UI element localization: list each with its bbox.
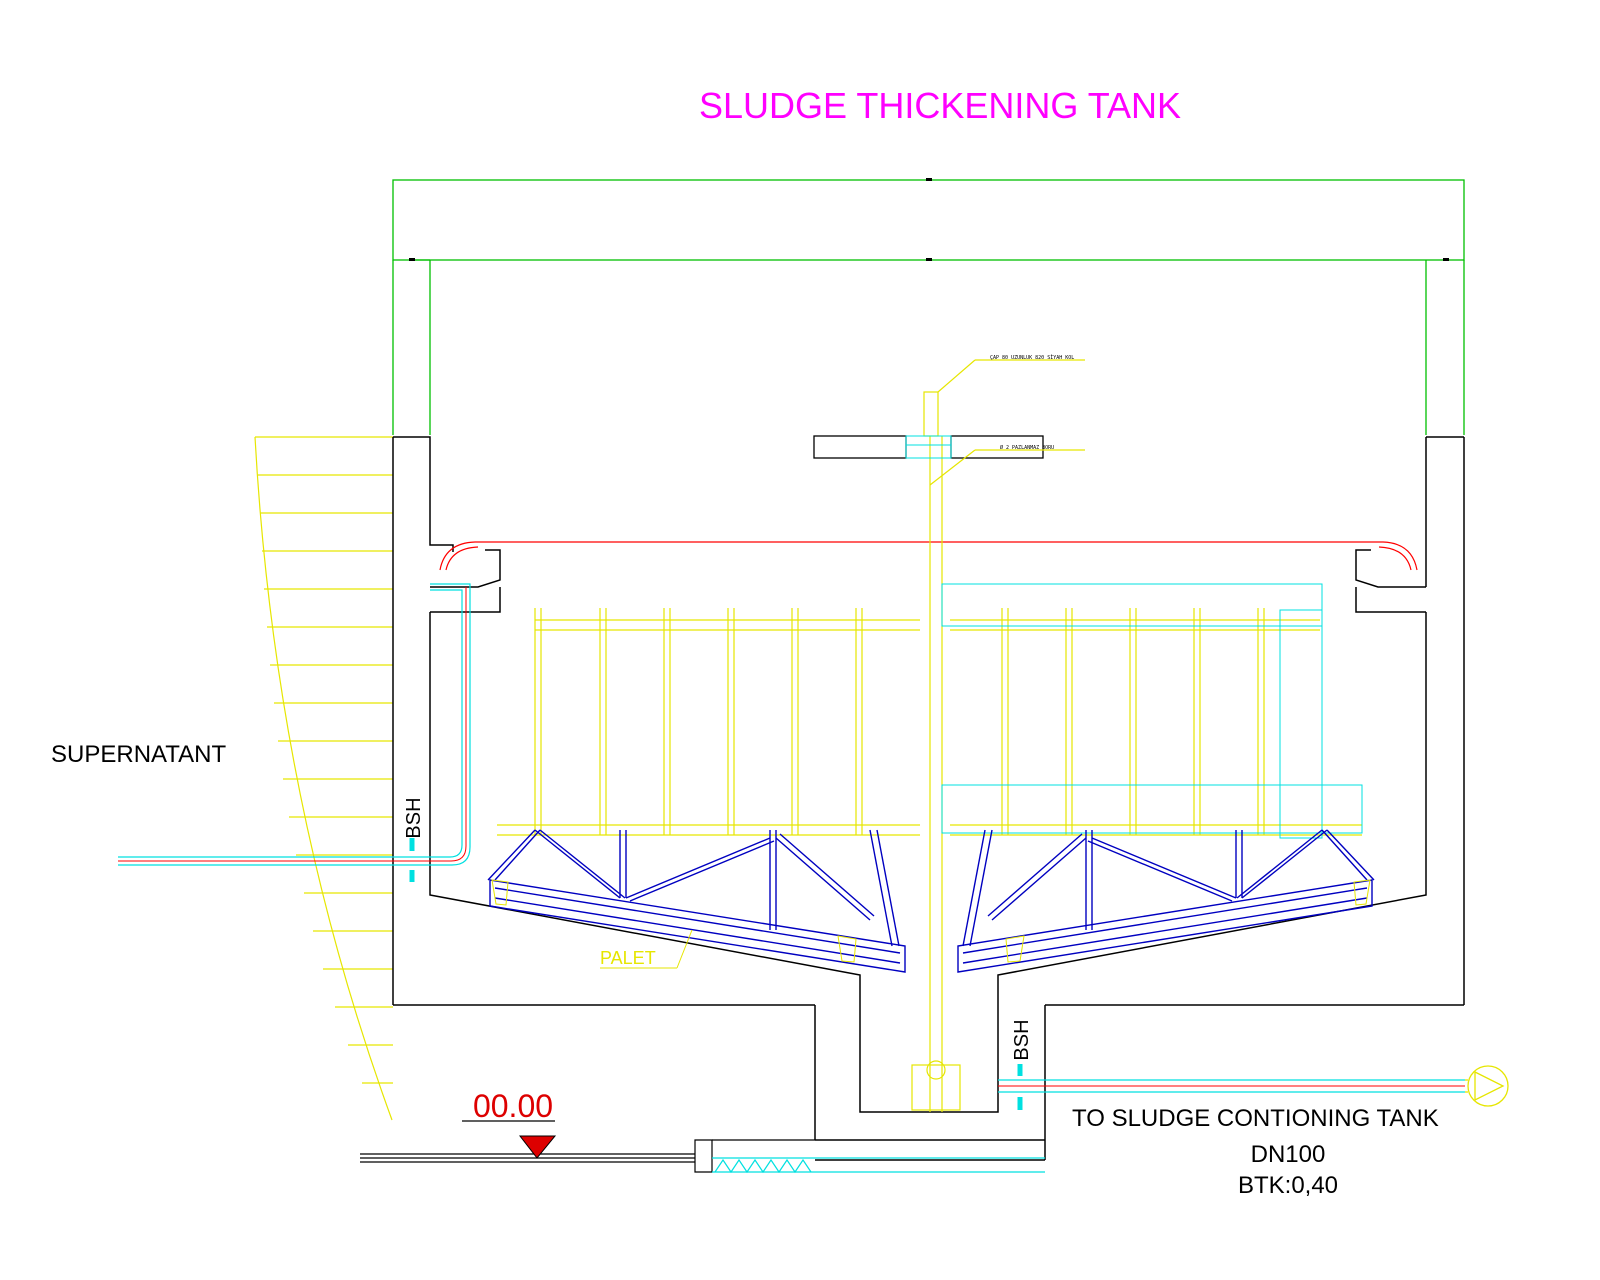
ground-line	[360, 1120, 815, 1173]
elevation-marker-icon	[518, 1135, 557, 1159]
palet-label: PALET	[600, 948, 656, 968]
rake-arm-left	[487, 829, 906, 973]
drive-shaft	[911, 359, 1085, 1112]
supernatant-pipe	[118, 583, 471, 866]
supernatant-pipe-red	[118, 587, 467, 862]
drain-pipe	[712, 1157, 1045, 1174]
soil-backfill	[254, 436, 393, 1121]
drive-note-top: ÇAP 80 UZUNLUK 820 SİYAH KOL	[990, 354, 1074, 361]
outlet-destination: TO SLUDGE CONTIONING TANK	[1072, 1105, 1439, 1132]
bsh-right-label: BSH	[1011, 1019, 1033, 1060]
outlet-elevation: BTK:0,40	[1238, 1172, 1338, 1199]
scum-collector-pipe	[439, 541, 1418, 571]
outlet-diameter: DN100	[1251, 1141, 1326, 1168]
bridge-bolts	[409, 178, 1449, 261]
elevation-value: 00.00	[473, 1088, 553, 1124]
palet-leader	[600, 929, 693, 969]
drive-cyan-details	[905, 435, 952, 459]
bridge-frame	[392, 179, 1465, 435]
drawing-title: SLUDGE THICKENING TANK	[699, 85, 1181, 126]
bsh-left-label: BSH	[403, 797, 425, 838]
sludge-outlet-pipe	[998, 1079, 1465, 1093]
picket-bars	[534, 608, 1265, 835]
drive-note-mid: Ø 2 PAZLANMAZ BORU	[1000, 444, 1054, 451]
pump-icon	[1465, 1065, 1509, 1107]
tank-walls	[392, 436, 1465, 1161]
supernatant-label: SUPERNATANT	[51, 741, 226, 768]
right-side-frame	[941, 583, 1363, 839]
rake-blades	[491, 879, 1371, 963]
rake-arm-right	[957, 829, 1375, 973]
